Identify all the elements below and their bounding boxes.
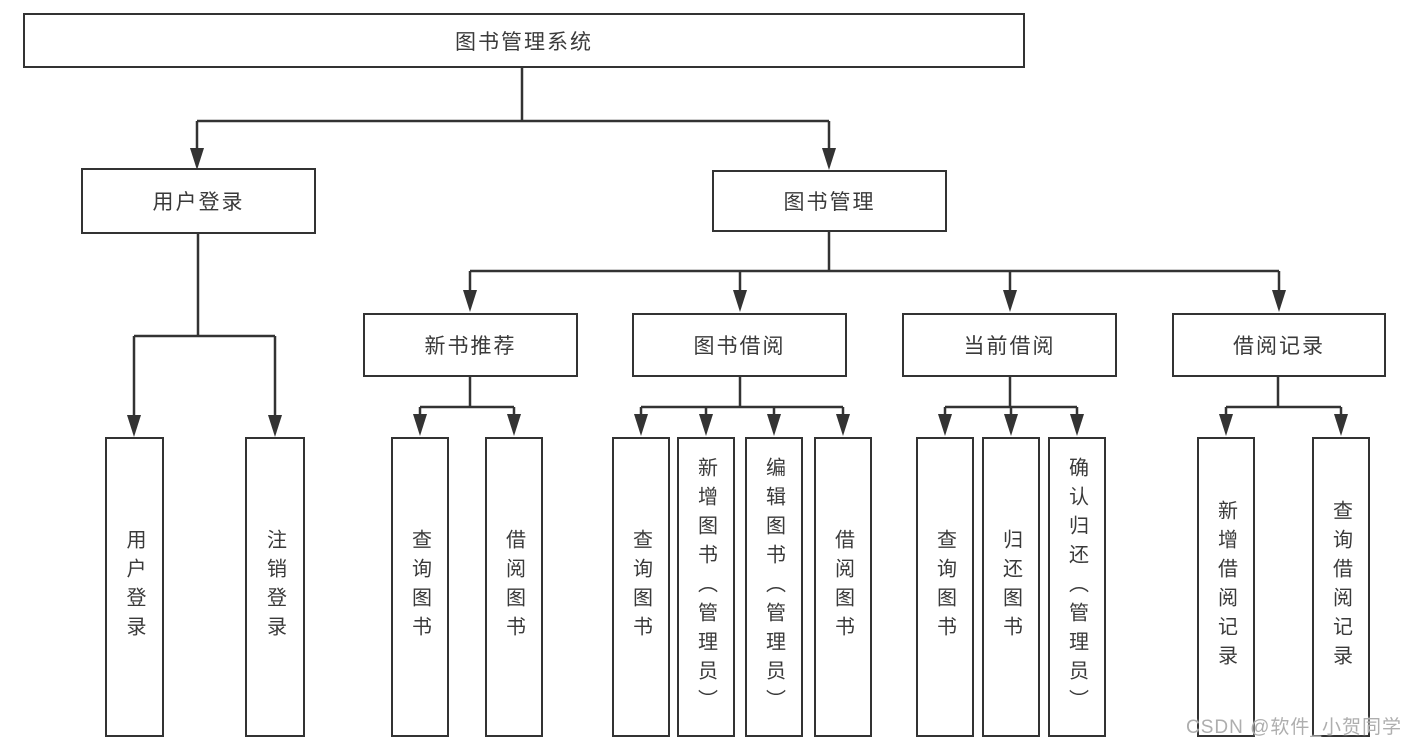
leaf-return-books: 归还图书 xyxy=(982,437,1040,737)
node-new-book-recommend: 新书推荐 xyxy=(363,313,578,377)
leaf-add-books-admin: 新增图书（管理员） xyxy=(677,437,735,737)
leaf-user-login: 用户登录 xyxy=(105,437,164,737)
leaf-borrow-books: 借阅图书 xyxy=(814,437,872,737)
leaf-logout: 注销登录 xyxy=(245,437,305,737)
leaf-confirm-return-admin: 确认归还（管理员） xyxy=(1048,437,1106,737)
node-book-borrow: 图书借阅 xyxy=(632,313,847,377)
leaf-recommend-query-books: 查询图书 xyxy=(391,437,449,737)
leaf-recommend-borrow-books: 借阅图书 xyxy=(485,437,543,737)
node-current-borrow: 当前借阅 xyxy=(902,313,1117,377)
node-library-system: 图书管理系统 xyxy=(23,13,1025,68)
leaf-edit-books-admin: 编辑图书（管理员） xyxy=(745,437,803,737)
leaf-current-query-books: 查询图书 xyxy=(916,437,974,737)
node-user-login: 用户登录 xyxy=(81,168,316,234)
leaf-query-borrow-record: 查询借阅记录 xyxy=(1312,437,1370,737)
node-borrow-records: 借阅记录 xyxy=(1172,313,1386,377)
leaf-add-borrow-record: 新增借阅记录 xyxy=(1197,437,1255,737)
watermark: CSDN @软件_小贺同学 xyxy=(1186,717,1402,738)
arrowheads xyxy=(127,148,1348,437)
node-book-management: 图书管理 xyxy=(712,170,947,232)
leaf-borrow-query-books: 查询图书 xyxy=(612,437,670,737)
